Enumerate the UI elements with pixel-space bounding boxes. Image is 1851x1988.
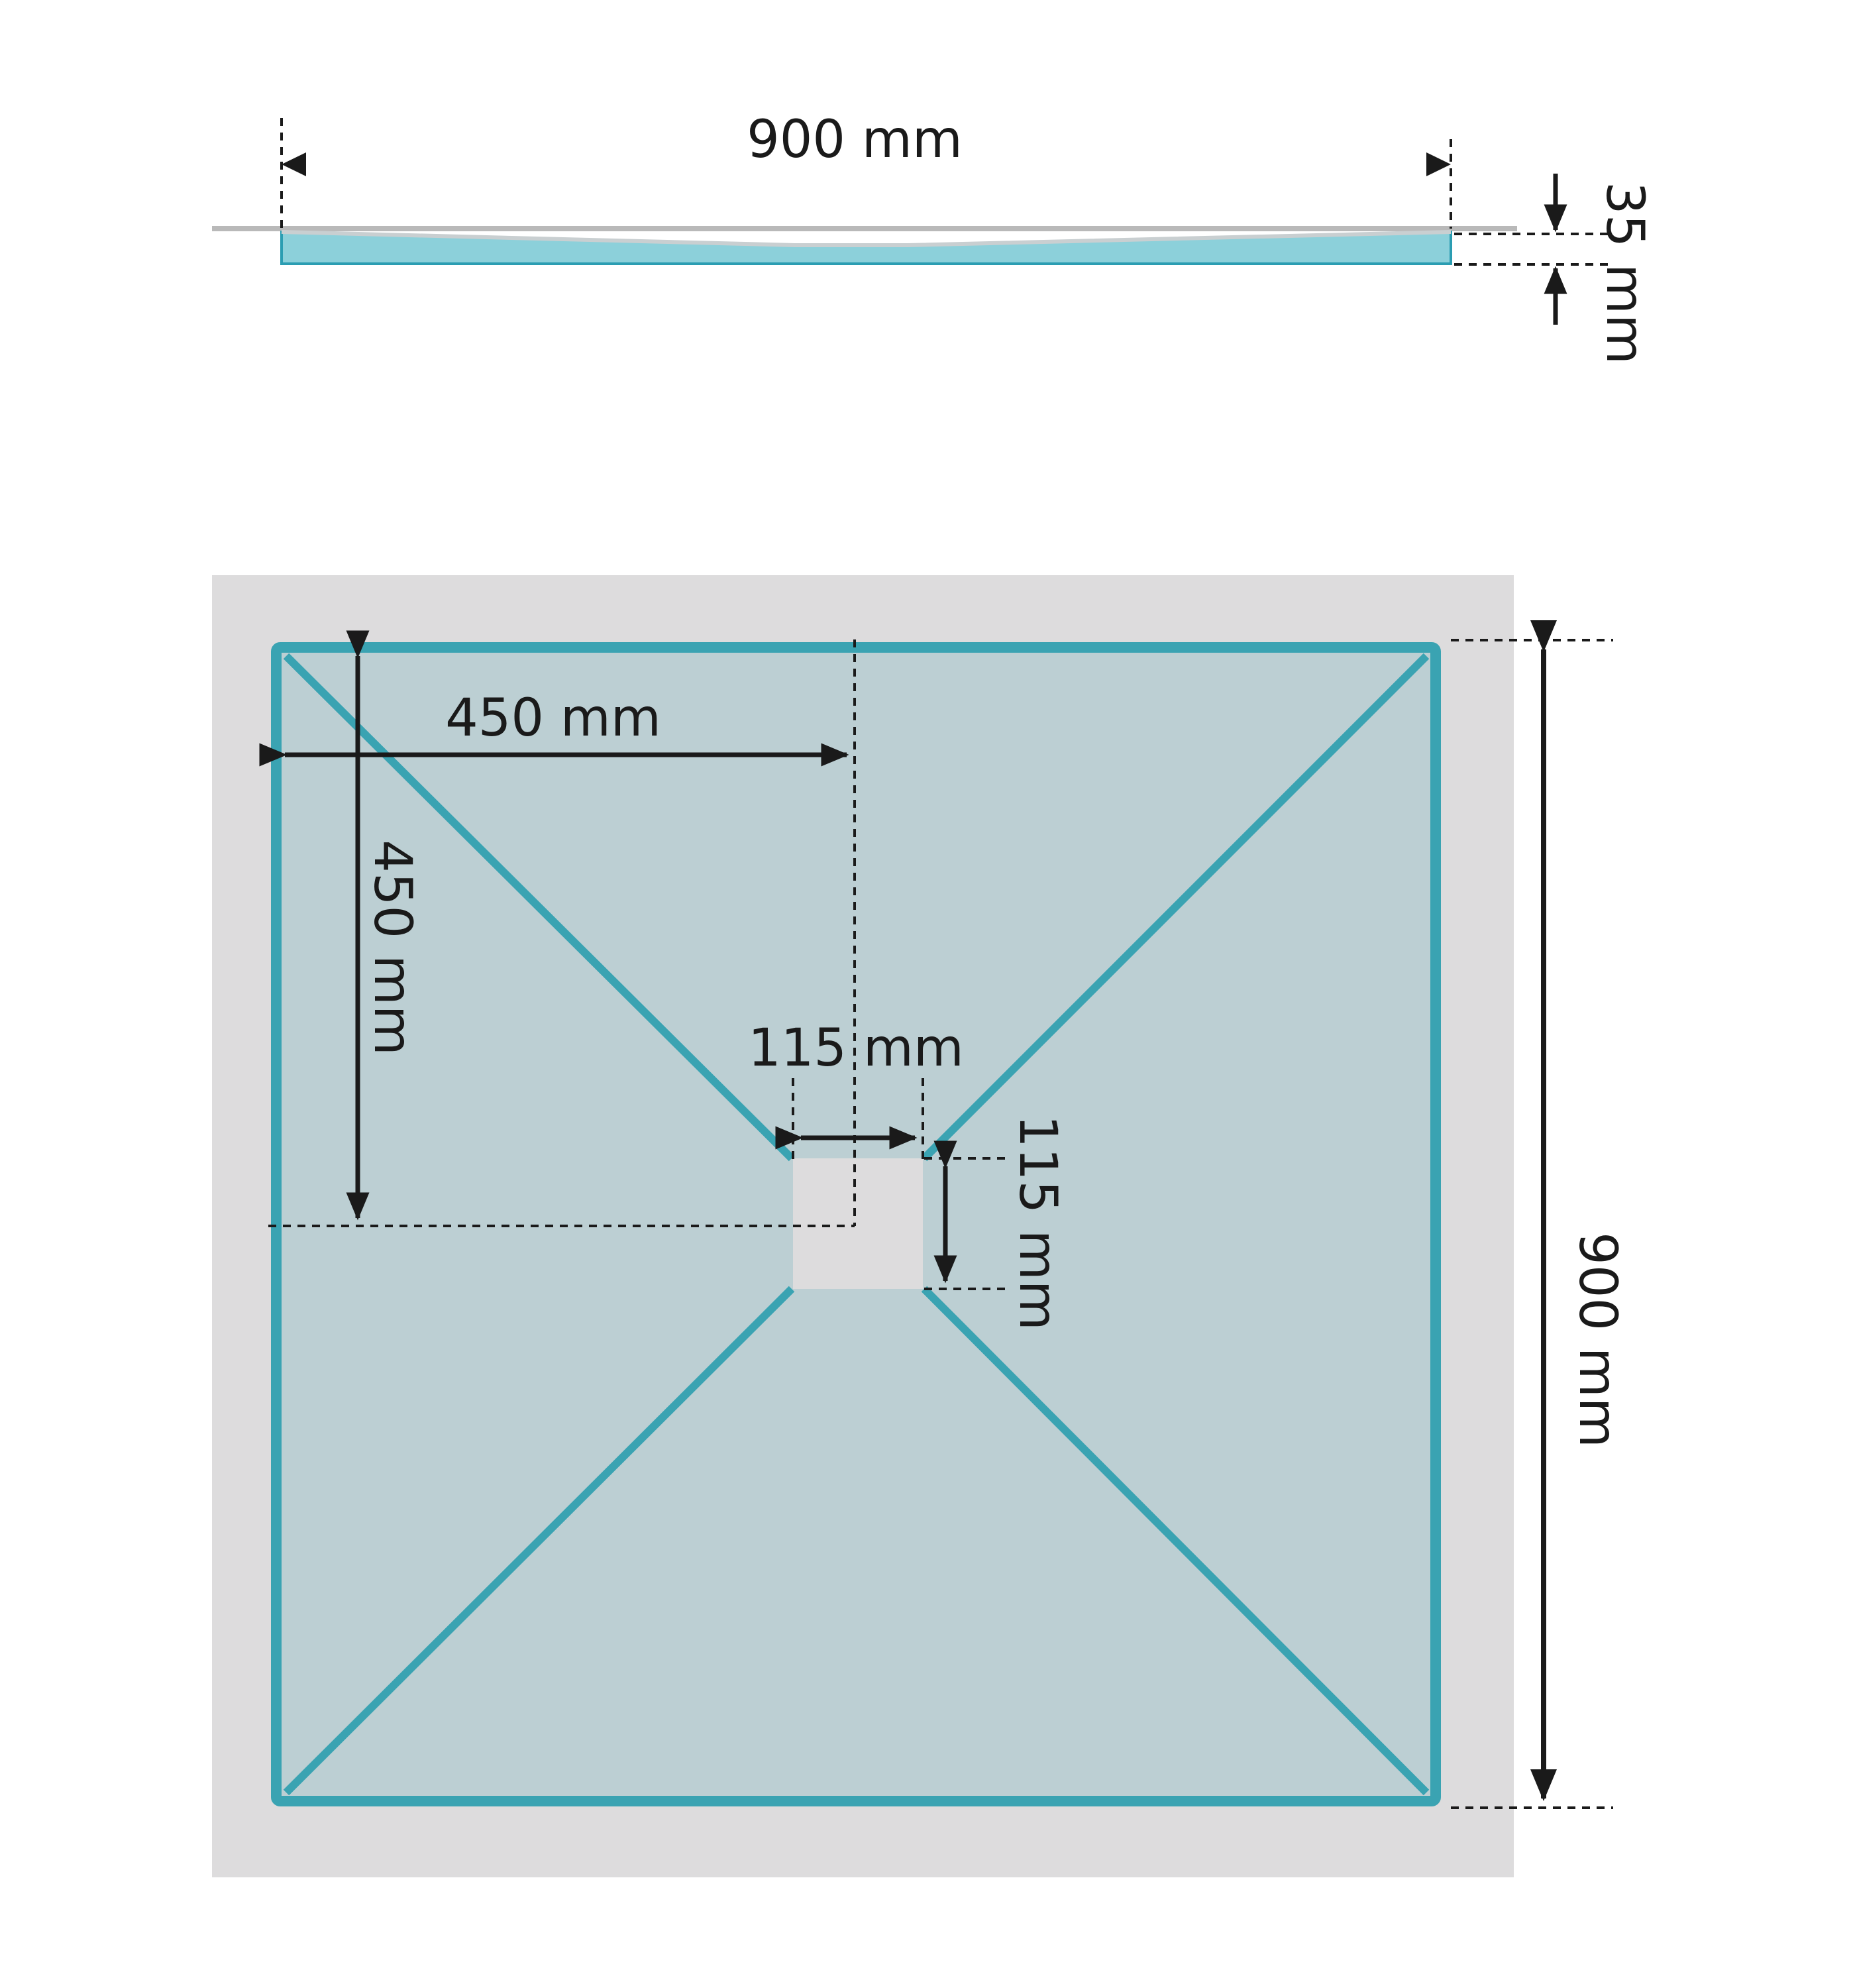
half-width-label: 450 mm <box>445 689 661 748</box>
half-height-label: 450 mm <box>362 840 422 1056</box>
width-arrow-right <box>1426 152 1451 176</box>
width-arrow-left <box>282 152 306 176</box>
top-view: 450 mm 450 mm 115 mm 115 mm 900 mm <box>212 575 1627 1877</box>
valley-line-bottom-left <box>283 1286 795 1796</box>
full-height-label: 900 mm <box>1567 1232 1627 1448</box>
drain-square <box>793 1158 923 1289</box>
drain-height-label: 115 mm <box>1008 1115 1067 1331</box>
tray-slope-line <box>281 230 1452 247</box>
valley-line-top-right <box>921 653 1430 1162</box>
valley-line-top-left <box>283 653 795 1162</box>
side-width-label: 900 mm <box>747 110 963 170</box>
valley-line-bottom-right <box>921 1286 1430 1796</box>
side-height-label: 35 mm <box>1595 182 1654 364</box>
drain-width-label: 115 mm <box>748 1019 964 1078</box>
side-view: 900 mm 35 mm <box>212 110 1654 364</box>
